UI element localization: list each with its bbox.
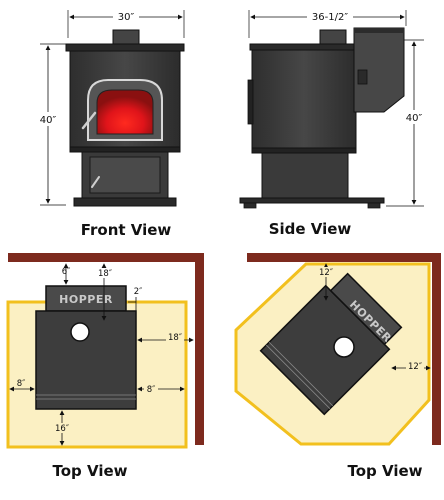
front-top-plate: [65, 43, 185, 52]
flue-clearance-label-left: 18″: [98, 269, 112, 279]
front-view-title: Front View: [81, 221, 172, 239]
front-clearance-label: 16″: [55, 424, 69, 434]
front-flue-collar: [112, 29, 140, 45]
hopper-right: [329, 272, 403, 346]
back-wall-left: [8, 253, 204, 262]
top-view-right: HOPPER 12″ 12″ Top View: [234, 253, 441, 480]
hopper-label-left: HOPPER: [59, 293, 113, 306]
side-clearance-label-left: 18″: [168, 333, 182, 343]
front-width-label: 30″: [118, 12, 135, 23]
ash-drawer-handle: [91, 176, 100, 188]
hopper-gap-label-left: 2″: [134, 287, 143, 297]
side-body: [251, 49, 357, 149]
side-view-title: Side View: [269, 220, 352, 238]
back-clearance-label-left: 6″: [62, 267, 71, 277]
front-base: [73, 197, 177, 207]
front-view: 30″ 40″ Front View: [36, 9, 185, 239]
side-wall-left: [195, 253, 204, 445]
top-view-title-right: Top View: [347, 462, 422, 480]
right-clearance-label: 8″: [147, 385, 156, 395]
back-clearance-label-right: 12″: [319, 268, 333, 278]
side-height-label: 40″: [406, 113, 423, 124]
side-pedestal: [261, 152, 349, 199]
back-wall-right: [247, 253, 441, 262]
front-height-label: 40″: [40, 115, 57, 126]
side-view: 36-1/2″ 40″ Side View: [239, 9, 426, 238]
side-base: [239, 197, 385, 204]
top-view-left: HOPPER 6″ 18″ 2″ 18″ 8″ 8″ 16″ Top View: [6, 253, 204, 480]
hopper-left: [45, 285, 127, 312]
flue-outlet-right: [333, 336, 355, 358]
side-wall-right: [432, 253, 441, 445]
front-door-handle: [81, 111, 97, 130]
flue-outlet-left: [70, 322, 90, 342]
side-top-plate: [249, 43, 359, 51]
fire-window: [96, 89, 154, 135]
top-view-title-left: Top View: [52, 462, 127, 480]
ash-drawer: [89, 156, 161, 194]
side-flue-collar: [319, 29, 347, 45]
left-clearance-label: 8″: [17, 379, 26, 389]
side-width-label: 36-1/2″: [312, 12, 348, 23]
side-clearance-label-right: 12″: [408, 362, 422, 372]
